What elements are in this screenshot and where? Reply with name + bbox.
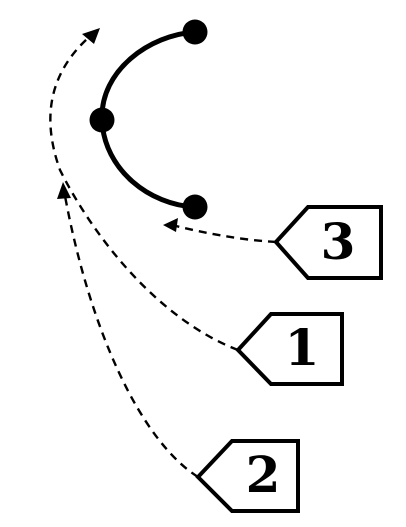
node-bottom-end	[182, 194, 208, 220]
callout-2: 2	[195, 439, 300, 513]
callout-2-shape	[195, 439, 300, 513]
callout-1: 1	[235, 312, 344, 386]
arrow-3-line	[175, 224, 277, 244]
callout-3: 3	[273, 205, 383, 280]
node-middle	[89, 107, 115, 133]
node-top-end	[182, 19, 208, 45]
callout-3-label: 3	[321, 212, 356, 271]
arrow-2-line	[63, 195, 199, 479]
callout-3-shape	[273, 205, 383, 280]
c-curve	[99, 29, 198, 210]
callout-1-shape	[235, 312, 344, 386]
arrow-1-line	[49, 37, 239, 352]
arrow-1-head	[82, 28, 100, 44]
arrow-2-head	[57, 182, 71, 199]
callout-2-label: 2	[246, 445, 281, 504]
callout-1-label: 1	[285, 318, 320, 377]
arrow-3-head	[163, 218, 178, 232]
